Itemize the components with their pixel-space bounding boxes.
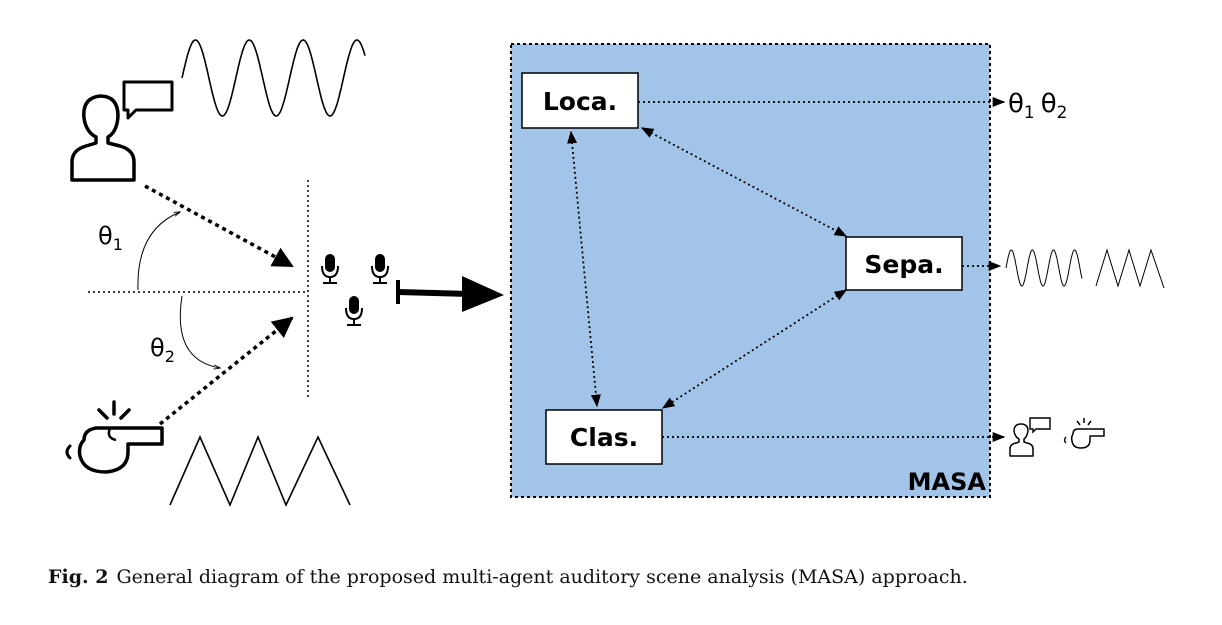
caption-text: General diagram of the proposed multi-ag…	[116, 566, 968, 588]
link-loca-clas	[567, 130, 601, 408]
localization-label: Loca.	[543, 87, 617, 116]
microphone-icon	[371, 253, 389, 284]
microphone-icon	[321, 253, 339, 284]
whistle-direction-arrow	[158, 316, 294, 426]
classification-module: Clas.	[545, 409, 663, 465]
link-sepa-clas	[661, 289, 848, 409]
speech-waveform	[181, 39, 366, 117]
separated-speech-waveform	[1005, 249, 1083, 287]
localization-module: Loca.	[521, 72, 639, 129]
whistle-icon	[65, 400, 164, 474]
separation-module: Sepa.	[845, 236, 963, 291]
theta1-label: θ1	[98, 222, 123, 254]
maps-to-arrow	[396, 276, 504, 312]
whistle-icon	[1063, 418, 1105, 449]
person-speaking-icon	[70, 80, 174, 182]
whistle-waveform	[169, 434, 351, 508]
separated-whistle-waveform	[1095, 248, 1165, 289]
classification-label: Clas.	[570, 423, 638, 452]
microphone-array	[321, 253, 389, 326]
separated-signals-output	[1005, 248, 1165, 289]
speaker-direction-arrow	[144, 184, 294, 268]
figure-caption: Fig. 2 General diagram of the proposed mu…	[48, 566, 1198, 588]
theta1-arc	[137, 212, 180, 291]
theta2-arc	[179, 295, 220, 368]
link-loca-sepa	[640, 127, 848, 237]
masa-label: MASA	[908, 468, 987, 496]
classification-output	[1009, 417, 1105, 457]
separation-label: Sepa.	[864, 250, 943, 279]
microphone-icon	[345, 295, 363, 326]
figure-label: Fig. 2	[48, 566, 109, 588]
theta2-label: θ2	[150, 334, 175, 366]
person-speaking-icon	[1009, 417, 1051, 457]
